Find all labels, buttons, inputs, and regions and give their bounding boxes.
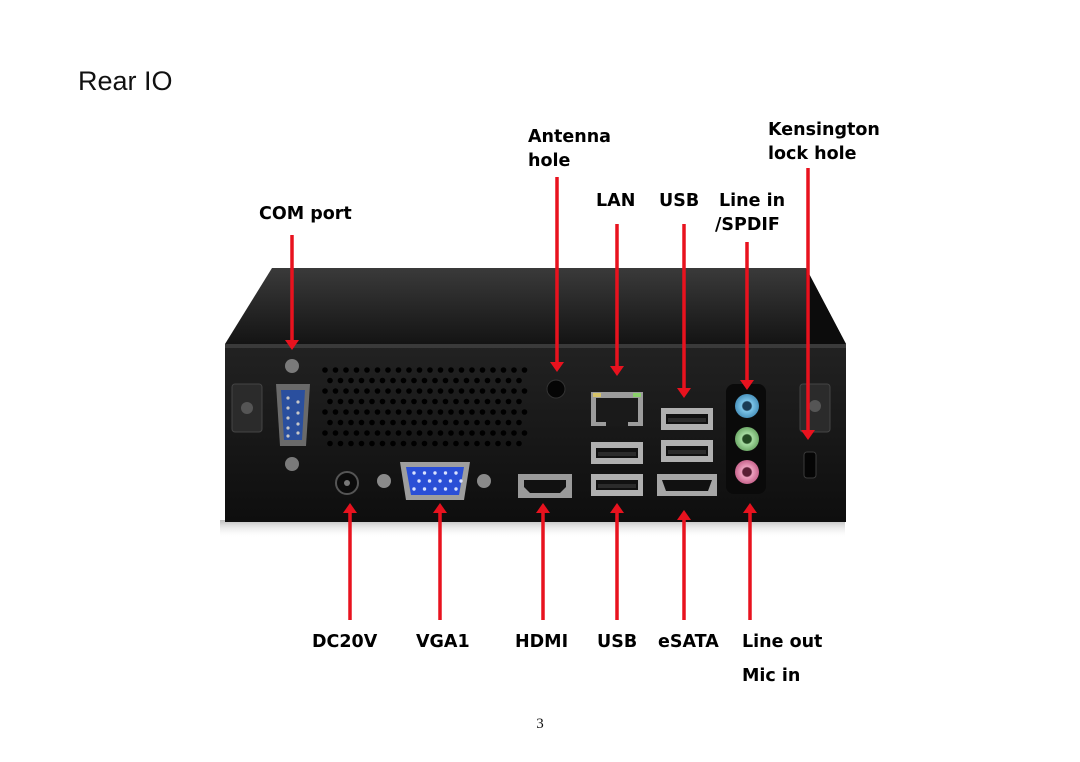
arrow-antenna-hole <box>550 177 564 372</box>
label-vga1: VGA1 <box>416 632 470 652</box>
arrow-kensington <box>801 168 815 440</box>
label-usb-top: USB <box>659 191 700 211</box>
arrow-dc20v <box>343 503 357 620</box>
arrow-line-out <box>743 503 757 620</box>
arrow-usb-bottom <box>610 503 624 620</box>
page-number: 3 <box>536 716 544 732</box>
hdmi-port <box>518 474 572 498</box>
com-port-connector <box>276 359 310 471</box>
usb-port <box>661 408 713 430</box>
label-antenna-line2: hole <box>528 151 571 171</box>
label-line-in-line2: /SPDIF <box>715 215 780 235</box>
rear-panel-edge <box>225 344 846 348</box>
line-in-jack <box>735 394 759 418</box>
bracket-screw-icon <box>809 400 821 412</box>
label-line-in-line1: Line in <box>719 191 786 211</box>
label-line-out: Line out <box>742 632 823 652</box>
arrow-lan <box>610 224 624 376</box>
usb-port <box>591 442 643 464</box>
line-out-jack <box>735 427 759 451</box>
arrow-line-in <box>740 242 754 390</box>
usb-port <box>661 440 713 462</box>
mic-in-jack <box>735 460 759 484</box>
label-dc20v: DC20V <box>312 632 378 652</box>
label-antenna-line1: Antenna <box>528 127 611 147</box>
arrow-usb-top <box>677 224 691 398</box>
antenna-hole <box>546 379 566 399</box>
label-com-port: COM port <box>259 204 352 224</box>
lan-port <box>591 392 643 426</box>
arrow-group <box>285 168 815 620</box>
device-shadow <box>220 520 845 538</box>
label-esata: eSATA <box>658 632 719 652</box>
label-lan: LAN <box>596 191 636 211</box>
kensington-lock-hole <box>803 451 817 479</box>
arrow-com-port <box>285 235 299 350</box>
arrow-hdmi <box>536 503 550 620</box>
usb-port <box>591 474 643 496</box>
label-kensington-line2: lock hole <box>768 144 857 164</box>
page-title: Rear IO <box>78 66 173 96</box>
chassis-top <box>225 268 846 344</box>
vga-port <box>377 462 491 500</box>
esata-port <box>657 474 717 496</box>
vent-grid <box>322 367 528 447</box>
label-kensington-line1: Kensington <box>768 120 880 140</box>
dc-jack-pin <box>344 480 350 486</box>
arrow-esata <box>677 510 691 620</box>
label-usb-bottom: USB <box>597 632 638 652</box>
arrow-vga1 <box>433 503 447 620</box>
bracket-screw-icon <box>241 402 253 414</box>
label-mic-in: Mic in <box>742 666 801 686</box>
label-hdmi: HDMI <box>515 632 569 652</box>
